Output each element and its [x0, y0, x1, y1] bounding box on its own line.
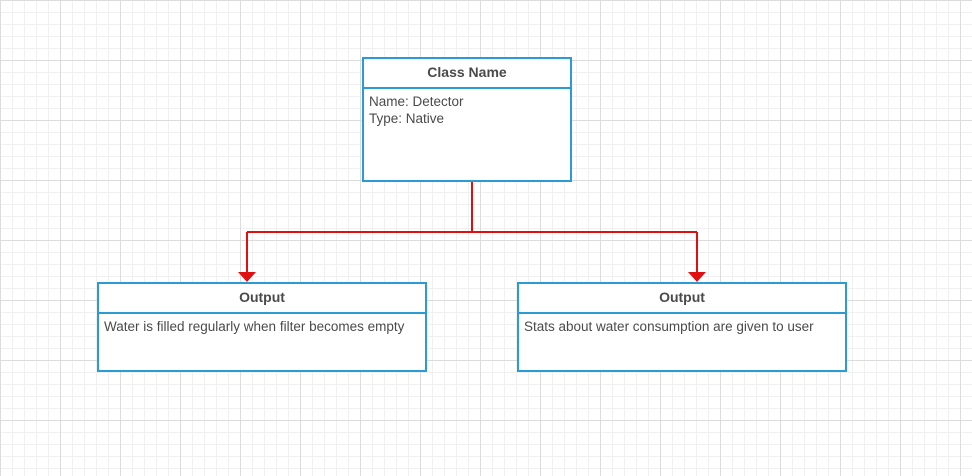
output-box-right-title: Output: [519, 284, 845, 314]
class-box[interactable]: Class Name Name: Detector Type: Native: [362, 57, 572, 182]
output-left-description: Water is filled regularly when filter be…: [104, 319, 405, 334]
class-attribute-name: Name: Detector: [369, 94, 464, 109]
class-box-attributes: Name: Detector Type: Native: [364, 89, 570, 131]
output-box-left[interactable]: Output Water is filled regularly when fi…: [97, 282, 427, 372]
output-box-right-text: Stats about water consumption are given …: [519, 314, 845, 339]
class-attribute-type: Type: Native: [369, 111, 445, 126]
output-box-right[interactable]: Output Stats about water consumption are…: [517, 282, 847, 372]
output-box-left-text: Water is filled regularly when filter be…: [99, 314, 425, 339]
output-right-description: Stats about water consumption are given …: [524, 319, 814, 334]
class-box-title: Class Name: [364, 59, 570, 89]
arrowhead-right: [688, 272, 706, 282]
arrowhead-left: [238, 272, 256, 282]
output-box-left-title: Output: [99, 284, 425, 314]
